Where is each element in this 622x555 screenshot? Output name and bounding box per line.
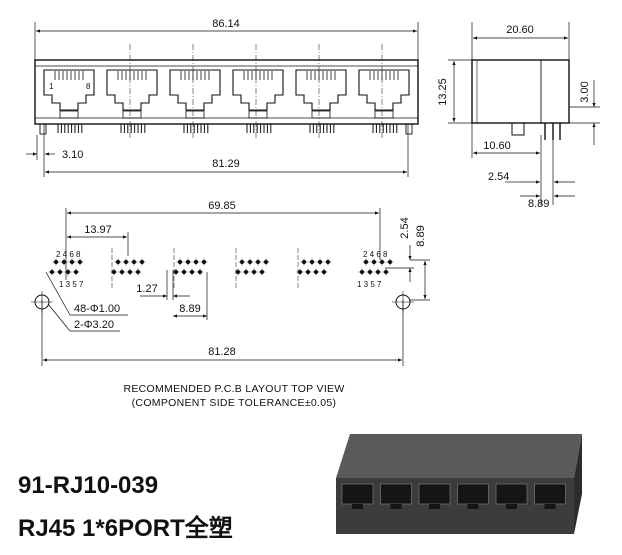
render-port-1 xyxy=(341,483,374,505)
port-opening xyxy=(295,69,347,111)
side-tab-label: 3.00 xyxy=(579,81,591,102)
pcb-pin-group-2 xyxy=(110,258,146,276)
port-opening xyxy=(43,69,95,111)
port-6 xyxy=(358,69,410,119)
pin-labels-left-top: 2 4 6 8 xyxy=(56,250,81,259)
port-5 xyxy=(295,69,347,119)
front-mount-peg-right xyxy=(405,123,413,135)
front-pin-span-label: 81.29 xyxy=(212,158,240,170)
pcb-span-label: 69.85 xyxy=(208,200,236,212)
pcb-pin-group-1 xyxy=(48,258,84,276)
port-latch xyxy=(311,110,331,119)
caption-line-1: RECOMMENDED P.C.B LAYOUT TOP VIEW xyxy=(123,383,344,395)
port-opening xyxy=(232,69,284,111)
render-port-3 xyxy=(418,483,451,505)
port-latch xyxy=(59,110,79,119)
side-pin-b-label: 8.89 xyxy=(528,198,549,210)
pcb-row-b-label: 8.89 xyxy=(415,225,427,246)
pcb-layout xyxy=(31,208,430,366)
render-port-4 xyxy=(457,483,489,505)
side-view xyxy=(448,22,600,205)
port-opening xyxy=(106,69,158,111)
port-latch xyxy=(248,110,268,119)
port-opening xyxy=(169,69,221,111)
front-width-label: 86.14 xyxy=(212,18,240,30)
render-port-latch xyxy=(390,504,402,509)
product-description: RJ45 1*6PORT全塑 xyxy=(18,515,233,542)
part-number: 91-RJ10-039 xyxy=(18,472,159,499)
side-pin-a-label: 2.54 xyxy=(488,171,509,183)
pcb-offset-label: 8.89 xyxy=(179,303,200,315)
side-width-label: 20.60 xyxy=(506,24,534,36)
pcb-pin-group-3 xyxy=(172,258,208,276)
port-opening xyxy=(358,69,410,111)
side-bottom-label: 10.60 xyxy=(483,140,511,152)
pcb-pin-grid xyxy=(48,248,394,290)
render-port-5 xyxy=(495,483,528,505)
render-port-latch xyxy=(429,504,440,509)
port-latch xyxy=(374,110,394,119)
callout-large-holes: 2-Φ3.20 xyxy=(74,319,114,331)
port-pin1-label: 1 xyxy=(49,82,54,91)
render-port-6 xyxy=(534,483,566,505)
pcb-hole-span-label: 81.28 xyxy=(208,346,236,358)
port-1 xyxy=(43,69,95,119)
port-4 xyxy=(232,69,284,119)
render-port-latch xyxy=(506,504,517,509)
front-mount-peg-left xyxy=(39,123,47,135)
pcb-pin-group-5 xyxy=(296,258,332,276)
pcb-pitch-label: 13.97 xyxy=(84,224,112,236)
front-pins xyxy=(39,44,413,140)
port-3 xyxy=(169,69,221,119)
front-body-outline xyxy=(34,59,419,125)
pcb-pin-pitch-label: 1.27 xyxy=(136,283,157,295)
front-view xyxy=(26,22,419,177)
render-port-latch xyxy=(544,504,556,509)
pcb-pin-group-6 xyxy=(358,258,394,276)
caption-line-2: (COMPONENT SIDE TOLERANCE±0.05) xyxy=(132,397,337,409)
callout-small-holes: 48-Φ1.00 xyxy=(74,303,120,315)
pcb-row-a-label: 2.54 xyxy=(399,217,411,238)
pin-labels-right-bottom: 1 3 5 7 xyxy=(357,280,382,289)
render-port-2 xyxy=(380,483,412,505)
port-latch xyxy=(122,110,142,119)
product-render xyxy=(336,434,582,534)
pcb-pin-group-4 xyxy=(234,258,270,276)
pin-labels-right-top: 2 4 6 8 xyxy=(363,250,388,259)
render-port-latch xyxy=(352,504,363,509)
port-2 xyxy=(106,69,158,119)
front-ports xyxy=(43,69,410,119)
port-pin8-label: 8 xyxy=(86,82,91,91)
front-pin-offset-label: 3.10 xyxy=(62,149,83,161)
pin-labels-left-bottom: 1 3 5 7 xyxy=(59,280,84,289)
port-latch xyxy=(185,110,205,119)
side-body-outline xyxy=(471,59,570,124)
side-height-label: 13.25 xyxy=(437,78,449,106)
render-port-latch xyxy=(467,504,479,509)
